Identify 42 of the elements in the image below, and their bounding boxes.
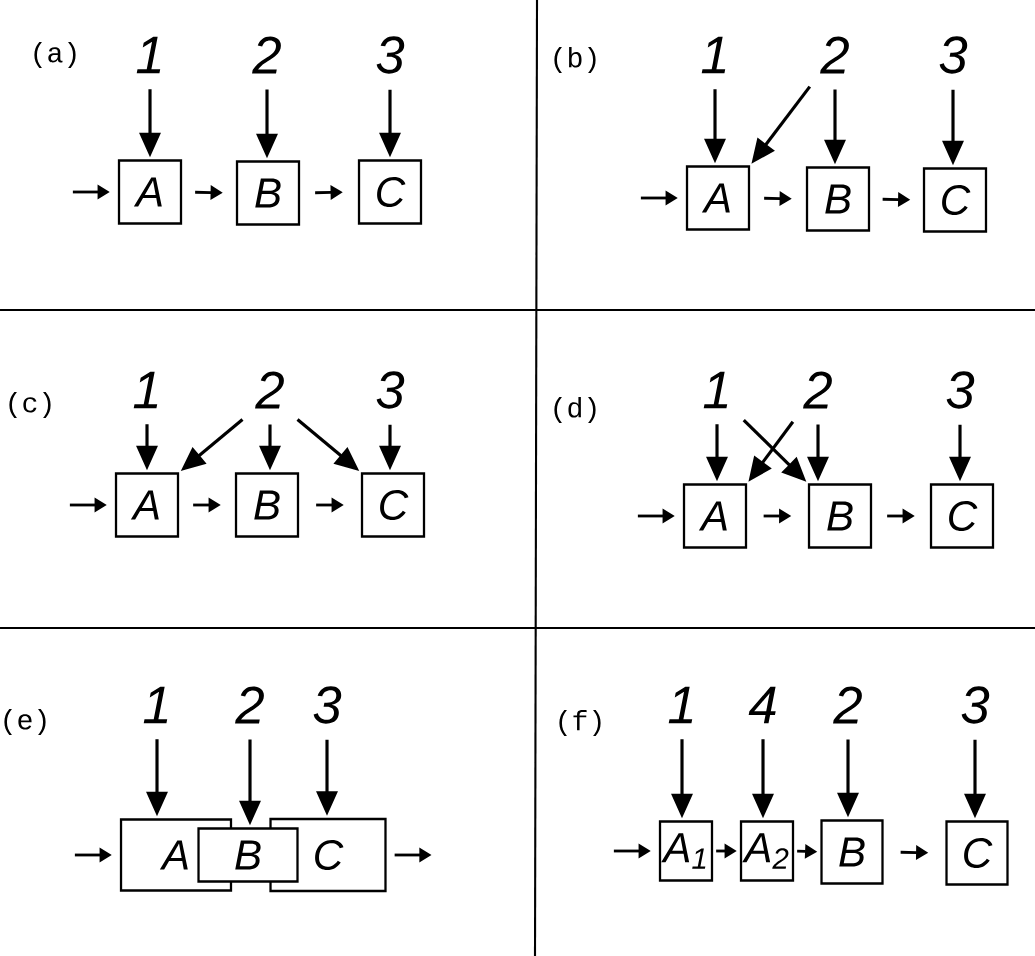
number-label: 3	[961, 686, 990, 724]
number-label: 1	[136, 36, 161, 74]
number-label: 3	[313, 686, 342, 724]
process-box: A	[114, 472, 180, 538]
number-label: 3	[946, 371, 975, 409]
process-box: B	[807, 483, 873, 549]
panel-label: (f)	[559, 709, 601, 737]
number-label: 1	[701, 36, 726, 74]
process-box: B	[235, 160, 301, 226]
process-box: B	[234, 472, 300, 538]
panel-label: (e)	[4, 708, 46, 736]
process-box: B	[820, 819, 884, 885]
number-label: 1	[143, 686, 168, 724]
process-box: A	[117, 159, 183, 225]
process-box: C	[360, 472, 426, 538]
number-label: 2	[820, 36, 849, 74]
number-label: 3	[376, 371, 405, 409]
number-label: 2	[252, 36, 281, 74]
number-label: 2	[803, 371, 832, 409]
process-box: C	[922, 167, 988, 233]
number-label: 2	[255, 371, 284, 409]
number-label: 2	[235, 686, 264, 724]
number-label: 2	[833, 686, 862, 724]
process-box: A	[682, 483, 748, 549]
process-box: A$_{2}$	[739, 820, 795, 882]
panel-label: (d)	[554, 396, 596, 424]
process-box: C	[357, 159, 423, 225]
number-label: 3	[939, 36, 968, 74]
panel-label: (a)	[34, 41, 76, 69]
process-box: A	[685, 165, 751, 231]
process-box: B	[197, 827, 299, 883]
number-label: 1	[133, 371, 158, 409]
number-label: 3	[376, 36, 405, 74]
process-box: C	[929, 483, 995, 549]
process-box: A$_{1}$	[658, 820, 714, 882]
number-label: 4	[748, 686, 776, 724]
number-label: 1	[668, 686, 693, 724]
panel-label: (b)	[554, 46, 596, 74]
number-label: 1	[703, 371, 728, 409]
process-box: B	[805, 166, 871, 232]
panel-label: (c)	[9, 391, 51, 419]
process-box: C	[945, 820, 1009, 886]
